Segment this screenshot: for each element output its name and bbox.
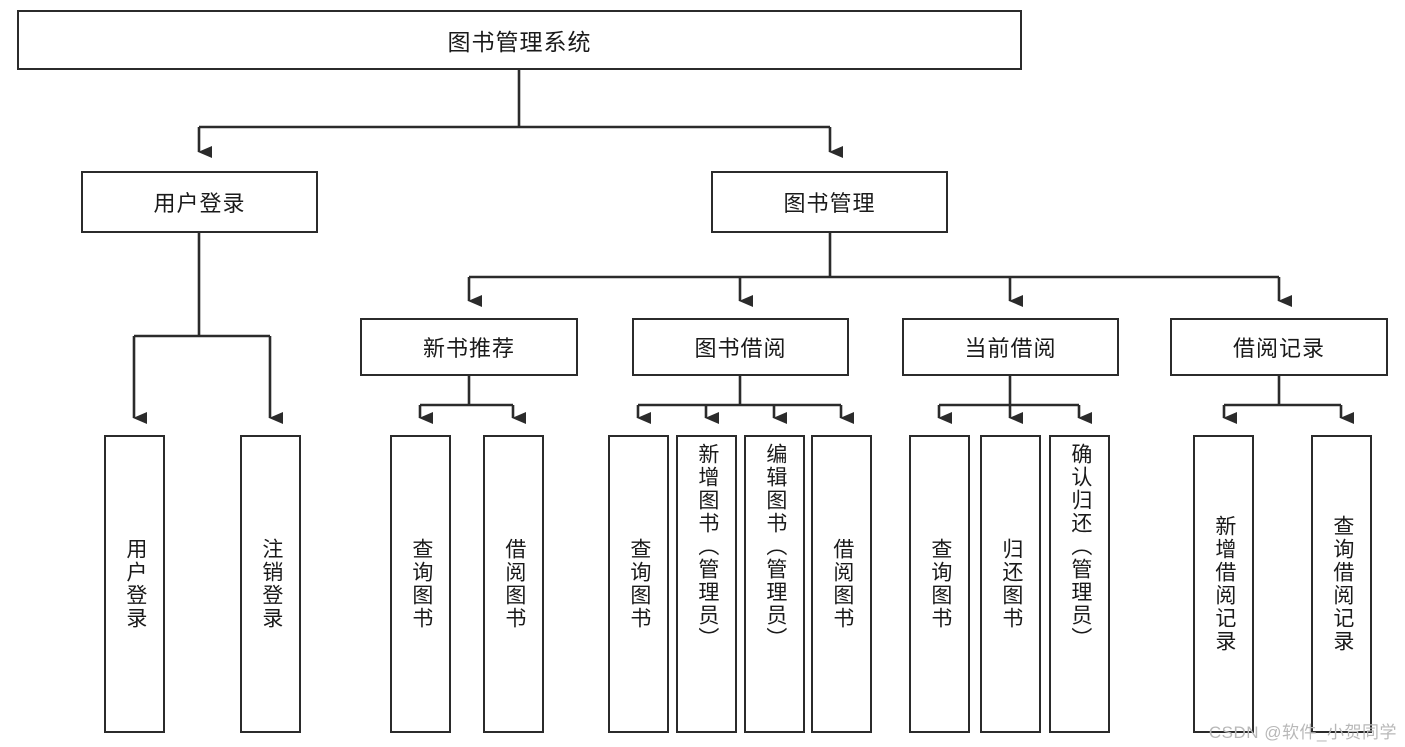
leaf-query-record-label: 查询借阅记录 (1330, 515, 1354, 653)
leaf-query-book-3-label: 查询图书 (928, 538, 952, 630)
leaf-query-record[interactable]: 查询借阅记录 (1311, 435, 1372, 733)
leaf-user-login-label: 用户登录 (123, 538, 147, 630)
node-root[interactable]: 图书管理系统 (17, 10, 1022, 70)
node-borrow-record-label: 借阅记录 (1232, 336, 1325, 361)
leaf-query-book-1[interactable]: 查询图书 (390, 435, 451, 733)
leaf-edit-book-label: 编辑图书（管理员） (763, 443, 787, 650)
leaf-edit-book[interactable]: 编辑图书（管理员） (744, 435, 805, 733)
leaf-borrow-book-1-label: 借阅图书 (502, 538, 526, 630)
node-new-book-rec[interactable]: 新书推荐 (360, 318, 578, 376)
node-current-borrow[interactable]: 当前借阅 (902, 318, 1119, 376)
node-book-manage-label: 图书管理 (783, 191, 876, 216)
leaf-query-book-3[interactable]: 查询图书 (909, 435, 970, 733)
node-borrow-record[interactable]: 借阅记录 (1170, 318, 1388, 376)
leaf-add-book[interactable]: 新增图书（管理员） (676, 435, 737, 733)
leaf-confirm-return[interactable]: 确认归还（管理员） (1049, 435, 1110, 733)
leaf-confirm-return-label: 确认归还（管理员） (1068, 443, 1092, 650)
leaf-query-book-2-label: 查询图书 (627, 538, 651, 630)
node-book-manage[interactable]: 图书管理 (711, 171, 948, 233)
leaf-user-logout-label: 注销登录 (259, 538, 283, 630)
node-book-borrow[interactable]: 图书借阅 (632, 318, 849, 376)
node-new-book-rec-label: 新书推荐 (422, 336, 515, 361)
node-current-borrow-label: 当前借阅 (964, 336, 1057, 361)
leaf-return-book[interactable]: 归还图书 (980, 435, 1041, 733)
leaf-user-logout[interactable]: 注销登录 (240, 435, 301, 733)
leaf-add-record[interactable]: 新增借阅记录 (1193, 435, 1254, 733)
leaf-add-record-label: 新增借阅记录 (1212, 515, 1236, 653)
leaf-add-book-label: 新增图书（管理员） (695, 443, 719, 650)
leaf-borrow-book-1[interactable]: 借阅图书 (483, 435, 544, 733)
leaf-query-book-1-label: 查询图书 (409, 538, 433, 630)
leaf-user-login[interactable]: 用户登录 (104, 435, 165, 733)
csdn-watermark: CSDN @软件_小贺同学 (1208, 723, 1397, 742)
node-user-login-label: 用户登录 (153, 191, 246, 216)
node-book-borrow-label: 图书借阅 (694, 336, 787, 361)
node-root-label: 图书管理系统 (447, 29, 592, 55)
leaf-return-book-label: 归还图书 (999, 538, 1023, 630)
node-user-login[interactable]: 用户登录 (81, 171, 318, 233)
leaf-query-book-2[interactable]: 查询图书 (608, 435, 669, 733)
leaf-borrow-book-2[interactable]: 借阅图书 (811, 435, 872, 733)
leaf-borrow-book-2-label: 借阅图书 (830, 538, 854, 630)
